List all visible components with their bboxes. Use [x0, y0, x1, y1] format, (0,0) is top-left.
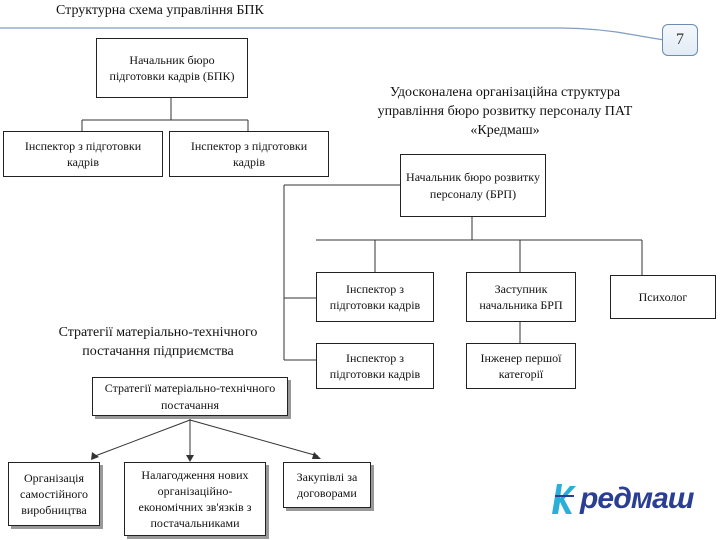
- new-structure-title: Удосконалена організаційна структура упр…: [377, 85, 633, 138]
- strategy-top-box: Стратегії матеріально-технічного постача…: [92, 377, 288, 416]
- page-number-badge: 7: [662, 24, 698, 56]
- old-inspector-2-box: Інспектор з підготовки кадрів: [169, 131, 329, 177]
- old-head-box: Начальник бюро підготовки кадрів (БПК): [96, 38, 248, 98]
- new-inspector-2-box: Інспектор з підготовки кадрів: [316, 343, 434, 389]
- strategy-child-1-box: Організація самостійного виробництва: [8, 462, 100, 526]
- new-inspector-1-box: Інспектор з підготовки кадрів: [316, 272, 434, 322]
- kredmash-logo-text: редмаш: [580, 482, 694, 515]
- strategy-child-2-box: Налагодження нових організаційно-економі…: [124, 462, 266, 536]
- kredmash-logo: редмаш: [552, 478, 702, 520]
- new-head-box: Начальник бюро розвитку персоналу (БРП): [400, 154, 546, 217]
- old-inspector-1-box: Інспектор з підготовки кадрів: [3, 131, 163, 177]
- strategy-child-3-box: Закупівлі за договорами: [283, 462, 371, 508]
- kredmash-logo-mark: [552, 484, 576, 514]
- strategy-caption: Стратегії матеріально-технічного постача…: [58, 325, 258, 359]
- engineer-box: Інженер першої категорії: [466, 343, 576, 389]
- page-title: Структурна схема управління БПК: [56, 3, 264, 18]
- deputy-box: Заступник начальника БРП: [466, 272, 576, 322]
- psychologist-box: Психолог: [610, 275, 716, 319]
